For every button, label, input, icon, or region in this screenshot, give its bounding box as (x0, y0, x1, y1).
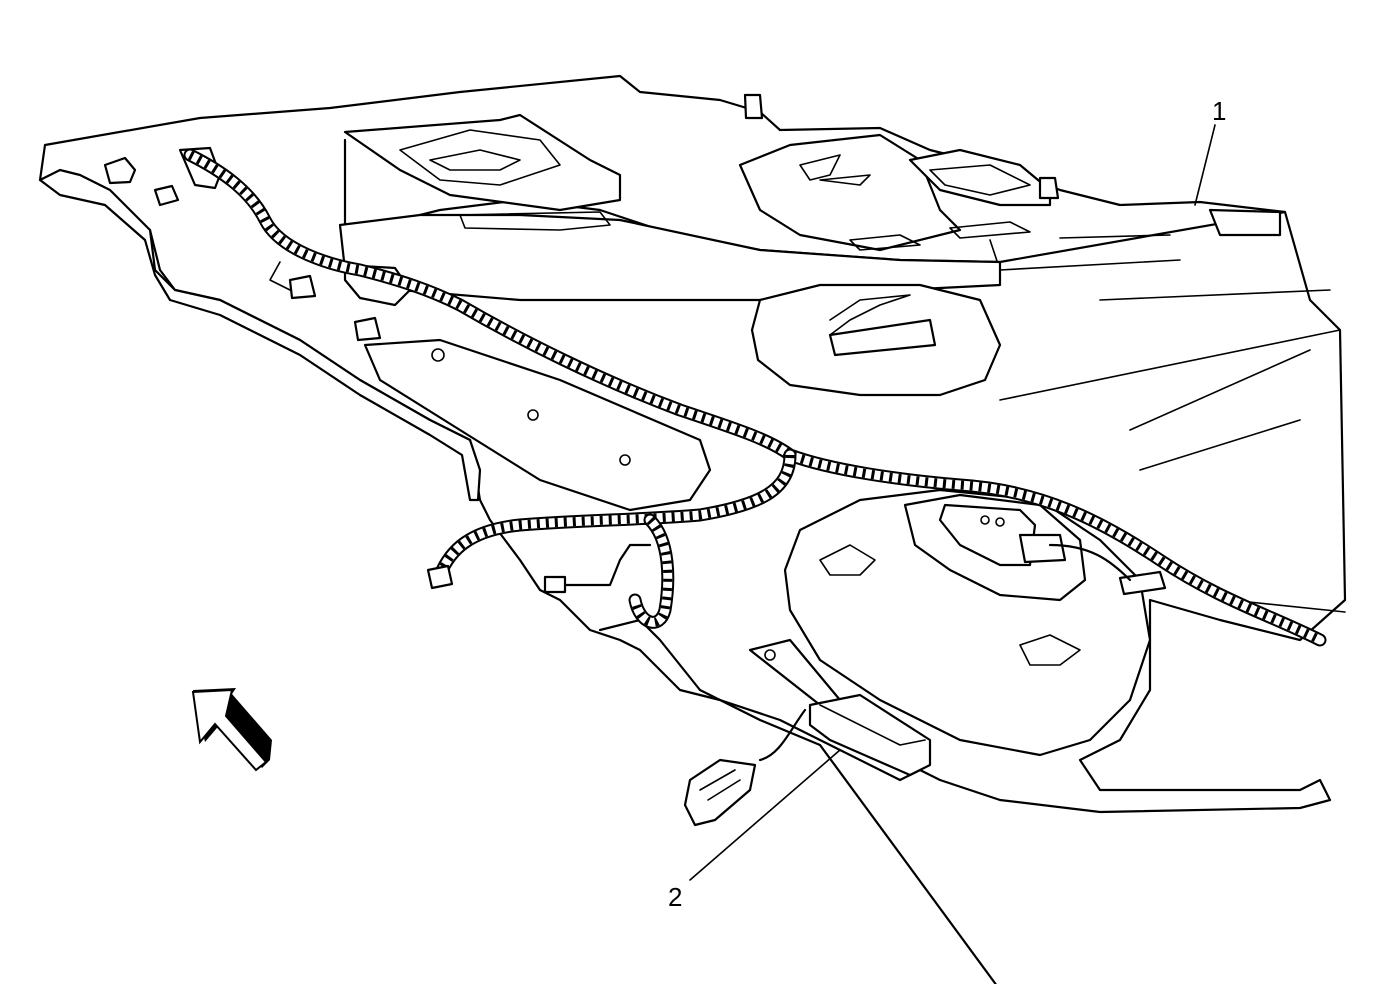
callout-1-label: 1 (1212, 96, 1227, 126)
view-direction-arrow-icon (191, 688, 272, 772)
headliner-panel (38, 74, 1347, 984)
callout-2-leader (689, 749, 841, 881)
component-2 (683, 638, 932, 827)
callout-1-leader (1194, 124, 1216, 206)
callout-2-label: 2 (668, 882, 683, 912)
wiring-harness (183, 148, 1327, 647)
